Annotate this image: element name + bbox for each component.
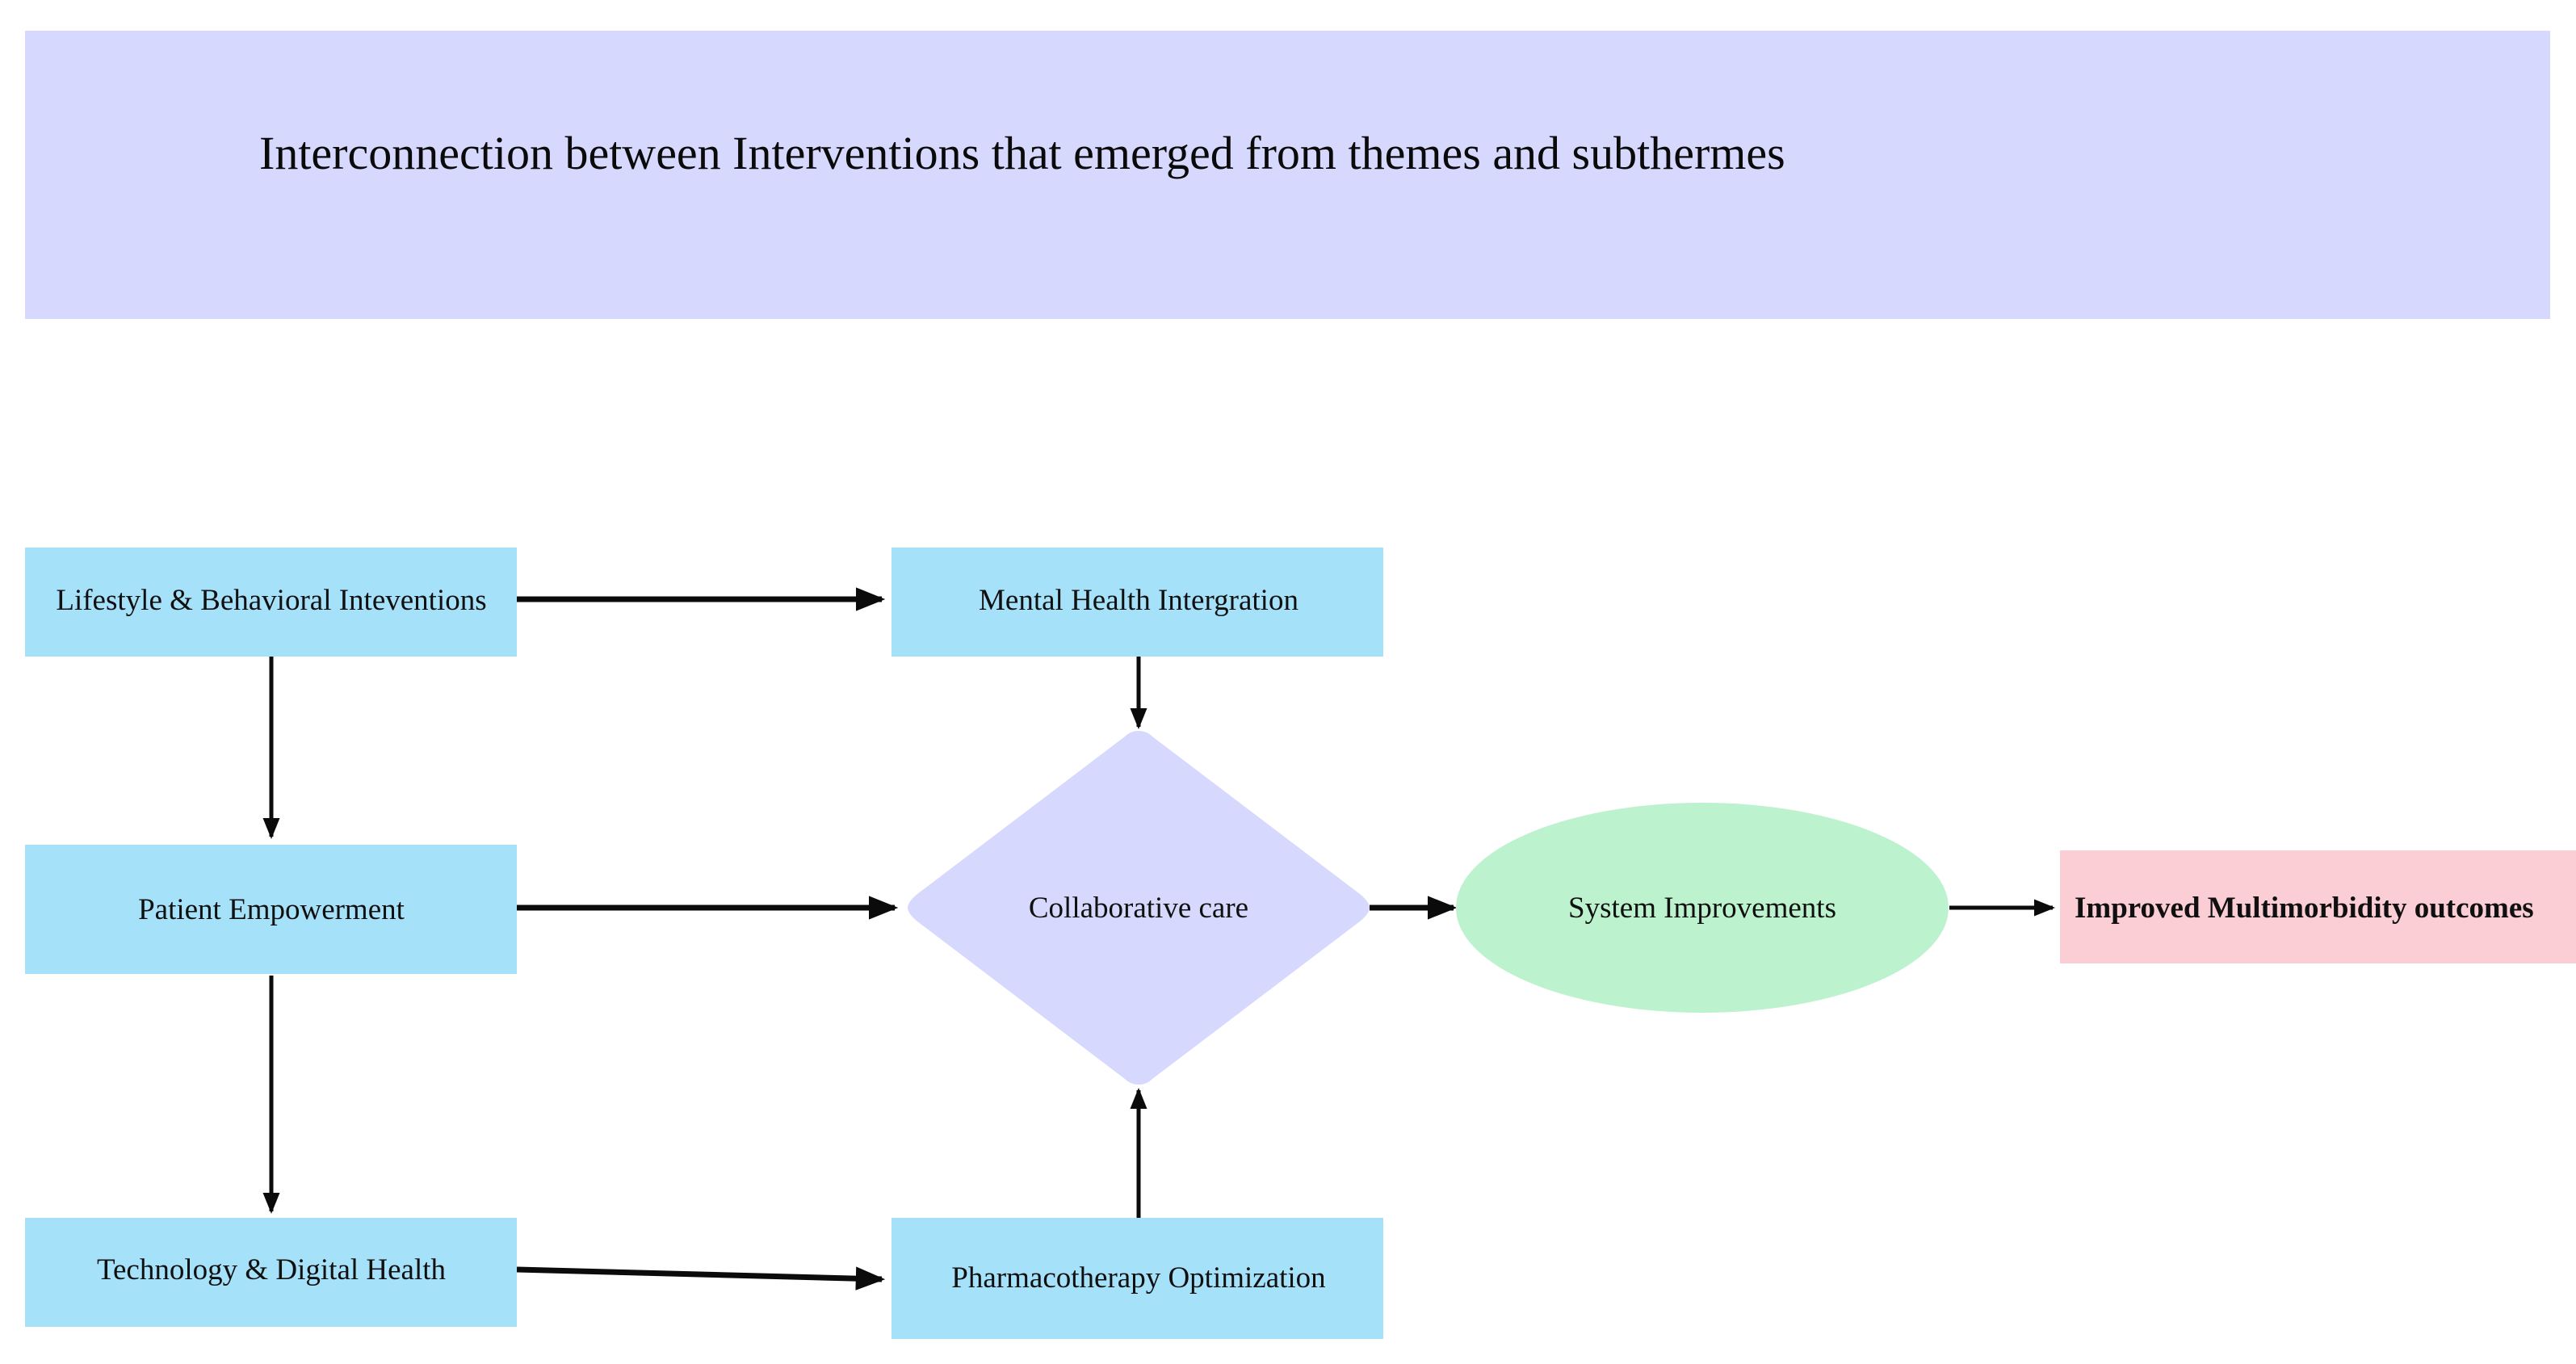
node-patient-empowerment-shape[interactable] [25,845,517,974]
page-title: Interconnection between Interventions th… [259,127,1785,179]
node-system-improvements[interactable]: System Improvements [1456,803,1949,1013]
node-lifestyle-label: Lifestyle & Behavioral Inteventions [56,584,486,617]
node-improved-outcomes-label: Improved Multimorbidity outcomes [2075,892,2534,925]
edge-technology-to-pharmaco [516,1266,886,1291]
node-collaborative-care[interactable]: Collaborative care [908,731,1370,1085]
node-collaborative-care-label: Collaborative care [1029,892,1248,925]
node-improved-outcomes-shape[interactable] [2060,850,2576,963]
node-mental-health-shape[interactable] [892,548,1383,657]
node-system-improvements-shape[interactable] [1456,803,1949,1013]
node-mental-health-label: Mental Health Intergration [979,584,1298,617]
node-technology-digital-health-shape[interactable] [25,1218,517,1327]
node-improved-outcomes[interactable]: Improved Multimorbidity outcomes [2060,850,2576,963]
title-banner: Interconnection between Interventions th… [25,31,2550,319]
node-pharmacotherapy-optimization[interactable]: Pharmacotherapy Optimization [892,1218,1383,1339]
node-collaborative-care-shape[interactable] [908,731,1370,1085]
node-patient-empowerment-label: Patient Empowerment [138,893,405,926]
node-mental-health[interactable]: Mental Health Intergration [892,548,1383,657]
node-system-improvements-label: System Improvements [1568,892,1836,925]
node-lifestyle-shape[interactable] [25,548,517,657]
node-technology-digital-health-label: Technology & Digital Health [97,1253,447,1286]
edge-group [262,587,2056,1291]
node-technology-digital-health[interactable]: Technology & Digital Health [25,1218,517,1327]
node-patient-empowerment[interactable]: Patient Empowerment [25,845,517,974]
node-pharmacotherapy-optimization-shape[interactable] [892,1218,1383,1339]
node-pharmacotherapy-optimization-label: Pharmacotherapy Optimization [951,1261,1325,1295]
node-lifestyle[interactable]: Lifestyle & Behavioral Inteventions [25,548,517,657]
